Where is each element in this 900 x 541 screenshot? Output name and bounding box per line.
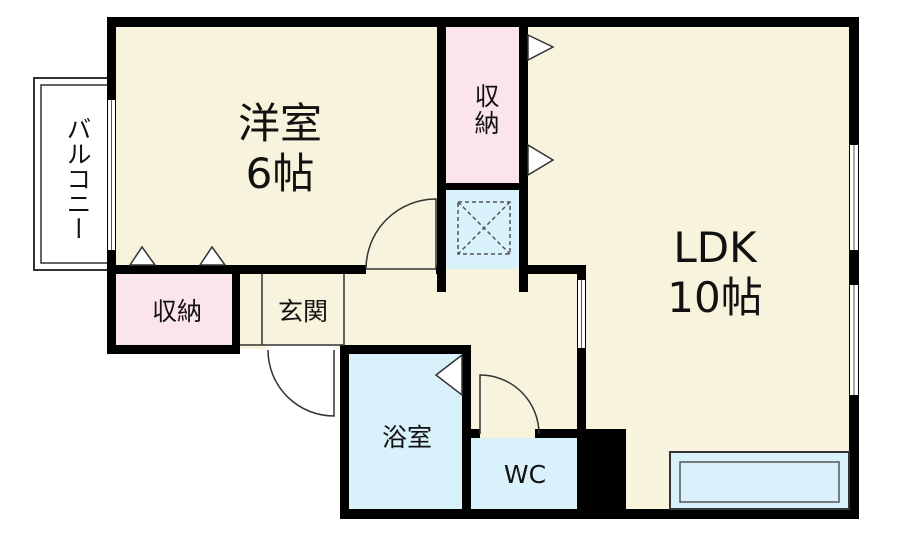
closet-door-icon [128,33,555,397]
ldk-name: LDK [673,223,757,272]
hall-lower [468,349,581,434]
western-room-size: 6帖 [245,149,315,198]
storage-top [444,22,524,187]
balcony-label: バルコニー [63,115,92,241]
balcony-area [33,77,115,271]
western-room [112,22,444,269]
pipe-shaft-icon [457,201,511,255]
ldk-size: 10帖 [667,273,763,322]
door-swing-icon [267,198,540,438]
kitchen-counter-icon [669,451,850,510]
entrance-step [240,274,345,346]
storage-left-label: 収納 [151,297,202,326]
wc-label: WC [503,460,547,489]
western-room-name: 洋室 [237,99,322,148]
walls [107,17,859,519]
entrance-label: 玄関 [277,297,328,326]
window-icon [108,100,858,395]
storage-left [112,269,236,349]
storage-top-label: 収納 [471,83,500,137]
wc-room [468,434,581,514]
bath-label: 浴室 [381,423,432,452]
